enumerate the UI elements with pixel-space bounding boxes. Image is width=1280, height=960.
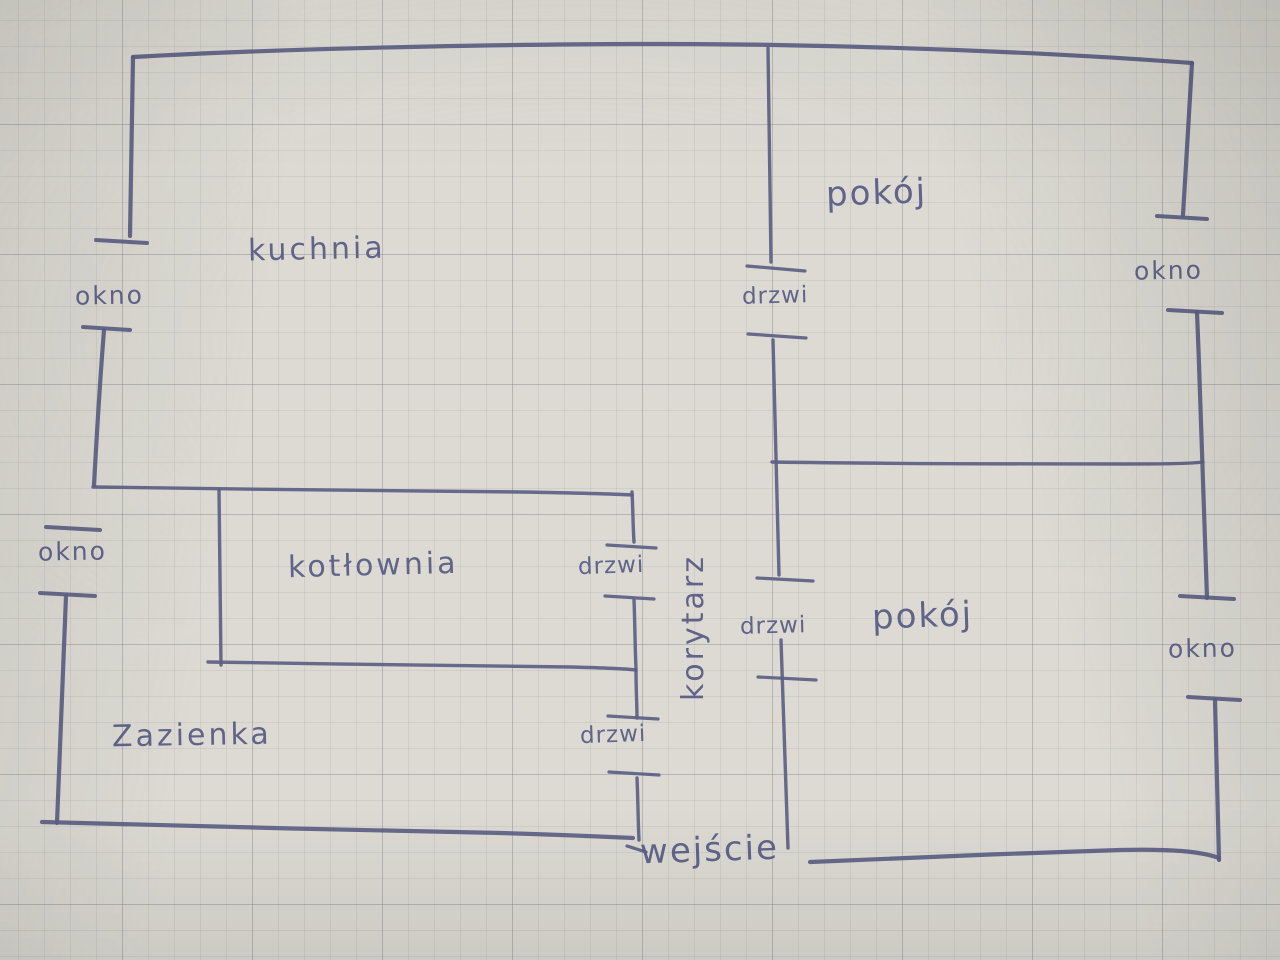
window-label-okno-bottom-right: okno bbox=[1167, 633, 1238, 664]
drzwi-tick-bottom-kotlownia bbox=[603, 594, 656, 601]
drzwi-tick-bottom-lazienka bbox=[607, 770, 661, 777]
okno-tick-top-left-upper bbox=[94, 238, 149, 245]
room-label-pokoj-bottom: pokój bbox=[871, 594, 974, 638]
drzwi-tick-top-pokoj-1 bbox=[745, 264, 807, 273]
door-label-drzwi-lazienka: drzwi bbox=[579, 720, 647, 750]
wall-top bbox=[130, 41, 1195, 66]
wall-corridor-upper bbox=[766, 46, 773, 264]
wall-right-lower bbox=[1212, 697, 1222, 863]
door-label-drzwi-pokoj-1: drzwi bbox=[741, 282, 809, 310]
okno-tick-top-right-lower bbox=[1178, 594, 1236, 601]
wall-kotlownia-right-lower bbox=[632, 598, 638, 670]
room-label-kotlownia: kotłownia bbox=[287, 545, 460, 586]
entrance-label-wejscie: wejście bbox=[639, 827, 780, 873]
okno-tick-top-right-upper bbox=[1155, 214, 1209, 221]
wejscie-tick bbox=[625, 844, 648, 854]
window-label-okno-top-right: okno bbox=[1133, 255, 1204, 286]
wall-lazienka-right-lower bbox=[635, 776, 641, 842]
wall-left-lower bbox=[54, 593, 69, 826]
drzwi-tick-top-lazienka bbox=[606, 714, 660, 721]
wall-kotlownia-left bbox=[217, 488, 223, 667]
wall-pokoj-divider bbox=[770, 460, 1205, 466]
wall-lazienka-right-upper bbox=[634, 668, 639, 720]
wall-corridor-lower bbox=[779, 638, 790, 850]
drzwi-tick-top-pokoj-2 bbox=[755, 576, 815, 583]
wall-bottom-right-wing bbox=[807, 847, 1222, 865]
room-label-pokoj-top: pokój bbox=[825, 171, 928, 215]
wall-bottom-left-wing bbox=[39, 819, 636, 841]
room-label-kuchnia: kuchnia bbox=[247, 230, 387, 269]
wall-left-upper bbox=[127, 54, 136, 239]
drzwi-tick-top-kotlownia bbox=[605, 543, 658, 550]
window-label-okno-mid-left: okno bbox=[37, 536, 108, 567]
okno-tick-bottom-left-middle bbox=[38, 591, 97, 598]
door-label-drzwi-kotlownia: drzwi bbox=[577, 551, 645, 581]
okno-tick-bottom-right-upper bbox=[1166, 308, 1224, 315]
wall-right-upper bbox=[1180, 60, 1195, 218]
door-label-drzwi-pokoj-2: drzwi bbox=[739, 612, 807, 640]
room-label-korytarz: korytarz bbox=[675, 554, 711, 701]
wall-kotlownia-bottom bbox=[206, 660, 638, 672]
okno-tick-bottom-right-lower bbox=[1186, 695, 1242, 702]
wall-kuchnia-bottom bbox=[91, 485, 634, 497]
window-label-okno-top-left: okno bbox=[74, 280, 145, 311]
wall-kotlownia-right-upper bbox=[630, 490, 636, 544]
wall-right-middle bbox=[1194, 309, 1210, 601]
wall-left-middle bbox=[91, 327, 107, 488]
drzwi-tick-bottom-pokoj-1 bbox=[746, 332, 808, 340]
wall-corridor-middle bbox=[771, 338, 781, 577]
okno-tick-top-left-middle bbox=[44, 525, 102, 532]
room-label-lazienka: Zazienka bbox=[111, 716, 273, 755]
drzwi-tick-bottom-pokoj-2 bbox=[756, 675, 818, 682]
okno-tick-bottom-left-upper bbox=[81, 325, 132, 332]
